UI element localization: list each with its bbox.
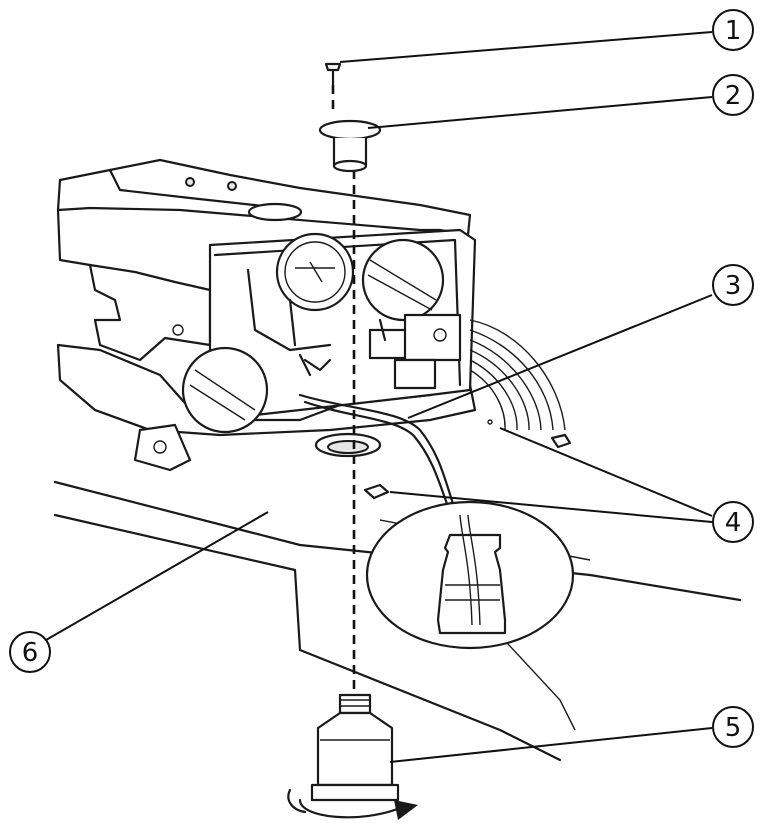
- callout-2-label: 2: [725, 81, 742, 111]
- callout-3: 3: [712, 264, 754, 306]
- callout-5: 5: [712, 706, 754, 748]
- callout-1: 1: [712, 9, 754, 51]
- callout-4: 4: [712, 501, 754, 543]
- callout-3-label: 3: [725, 271, 742, 301]
- inset-detail: [365, 500, 575, 650]
- callout-2: 2: [712, 74, 754, 116]
- callout-4-label: 4: [725, 508, 742, 538]
- leader-lines: [45, 31, 713, 763]
- callout-6: 6: [9, 631, 51, 673]
- callout-5-label: 5: [725, 713, 742, 743]
- screw-part: [324, 62, 342, 88]
- callout-1-label: 1: [725, 16, 742, 46]
- callout-6-label: 6: [22, 638, 39, 668]
- oil-cup-part: [318, 119, 382, 173]
- oil-bottle-part: [287, 693, 418, 820]
- machine-head: [56, 158, 572, 514]
